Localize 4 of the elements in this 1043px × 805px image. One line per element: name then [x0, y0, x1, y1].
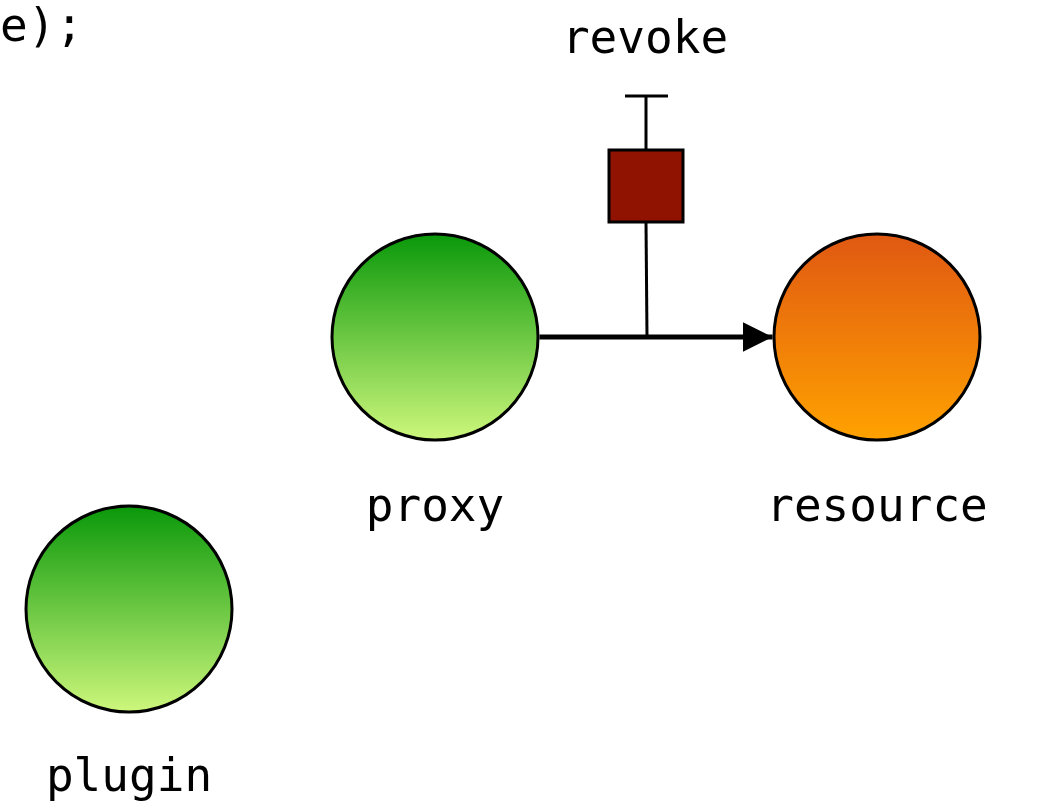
code-fragment: e); — [0, 2, 84, 48]
node-label: resource — [766, 482, 988, 528]
node-label: revoke — [561, 14, 729, 60]
arrow — [539, 322, 773, 352]
